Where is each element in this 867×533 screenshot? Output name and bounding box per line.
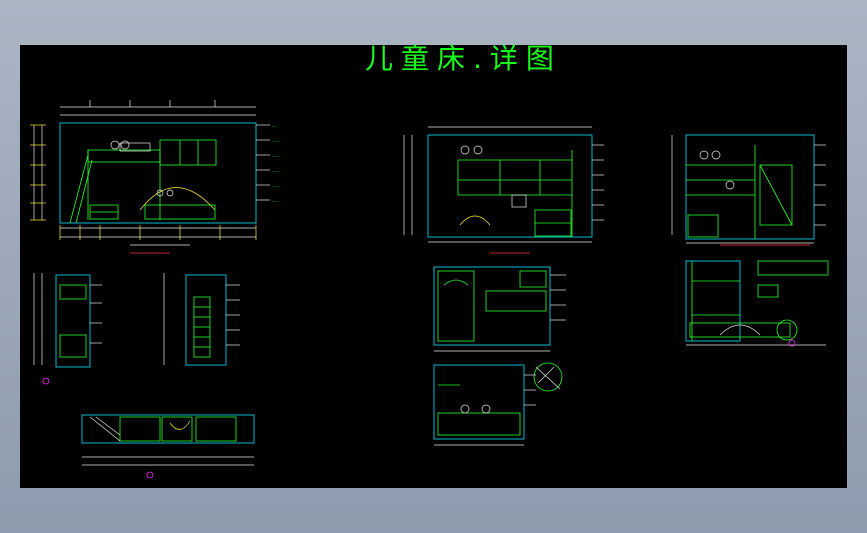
elevation-a: ---------- ------------ ------------ <box>30 100 279 254</box>
svg-text:------: ------ <box>272 199 279 203</box>
plan-view-left <box>81 414 255 479</box>
section-view-middle <box>433 362 563 446</box>
svg-text:------: ------ <box>272 169 279 173</box>
elevation-c <box>671 134 826 246</box>
drawing-title: 儿童床.详图 <box>365 42 562 75</box>
cad-drawing: ---------- ------------ ------------ <box>30 100 829 479</box>
details-right <box>685 260 829 347</box>
side-elevation-1 <box>33 273 102 385</box>
svg-text:------: ------ <box>272 154 279 158</box>
svg-text:----: ---- <box>272 124 277 128</box>
side-elevation-2 <box>163 273 240 366</box>
elevation-b <box>403 126 604 254</box>
svg-text:------: ------ <box>272 139 279 143</box>
svg-text:------: ------ <box>272 184 279 188</box>
plan-view-middle <box>433 266 566 352</box>
drawing-sheet: 儿童床.详图 <box>20 42 847 488</box>
